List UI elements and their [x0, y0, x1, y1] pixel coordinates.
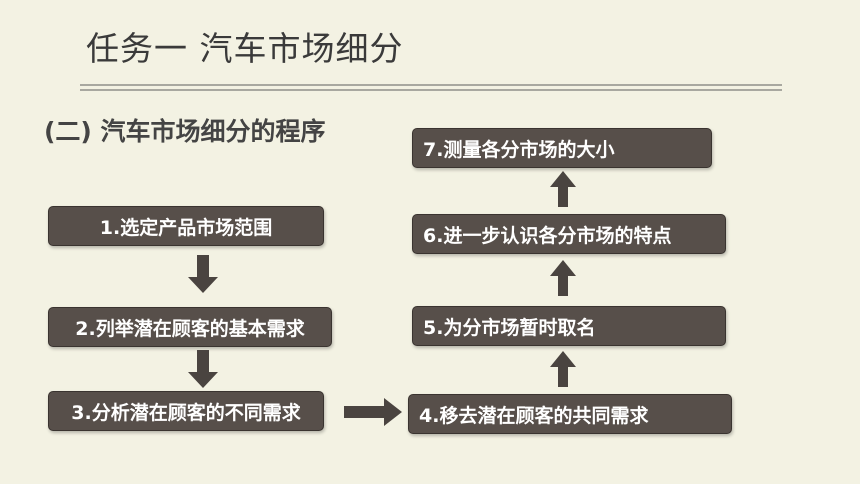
step-6-label: 6.进一步认识各分市场的特点 [423, 224, 672, 247]
step-1-box: 1.选定产品市场范围 [48, 206, 324, 246]
page-title: 任务一 汽车市场细分 [86, 29, 404, 68]
step-5-label: 5.为分市场暂时取名 [423, 316, 596, 339]
step-5-box: 5.为分市场暂时取名 [412, 306, 726, 346]
title-divider-bottom [80, 89, 782, 91]
step-3-box: 3.分析潜在顾客的不同需求 [48, 391, 324, 431]
step-2-label: 2.列举潜在顾客的基本需求 [75, 317, 305, 340]
title-divider-top [80, 84, 782, 86]
step-3-label: 3.分析潜在顾客的不同需求 [71, 401, 301, 424]
step-4-box: 4.移去潜在顾客的共同需求 [408, 394, 732, 434]
arrow-right-icon [344, 398, 402, 426]
step-4-label: 4.移去潜在顾客的共同需求 [419, 404, 649, 427]
step-2-box: 2.列举潜在顾客的基本需求 [48, 307, 332, 347]
step-7-label: 7.测量各分市场的大小 [423, 138, 615, 161]
step-7-box: 7.测量各分市场的大小 [412, 128, 712, 168]
step-6-box: 6.进一步认识各分市场的特点 [412, 214, 726, 254]
section-subtitle: (二) 汽车市场细分的程序 [44, 117, 326, 146]
arrow-up-3-icon [550, 171, 576, 207]
arrow-up-2-icon [550, 260, 576, 296]
arrow-up-1-icon [550, 351, 576, 387]
arrow-down-2-icon [188, 350, 218, 388]
step-1-label: 1.选定产品市场范围 [99, 216, 273, 239]
arrow-down-1-icon [188, 255, 218, 293]
